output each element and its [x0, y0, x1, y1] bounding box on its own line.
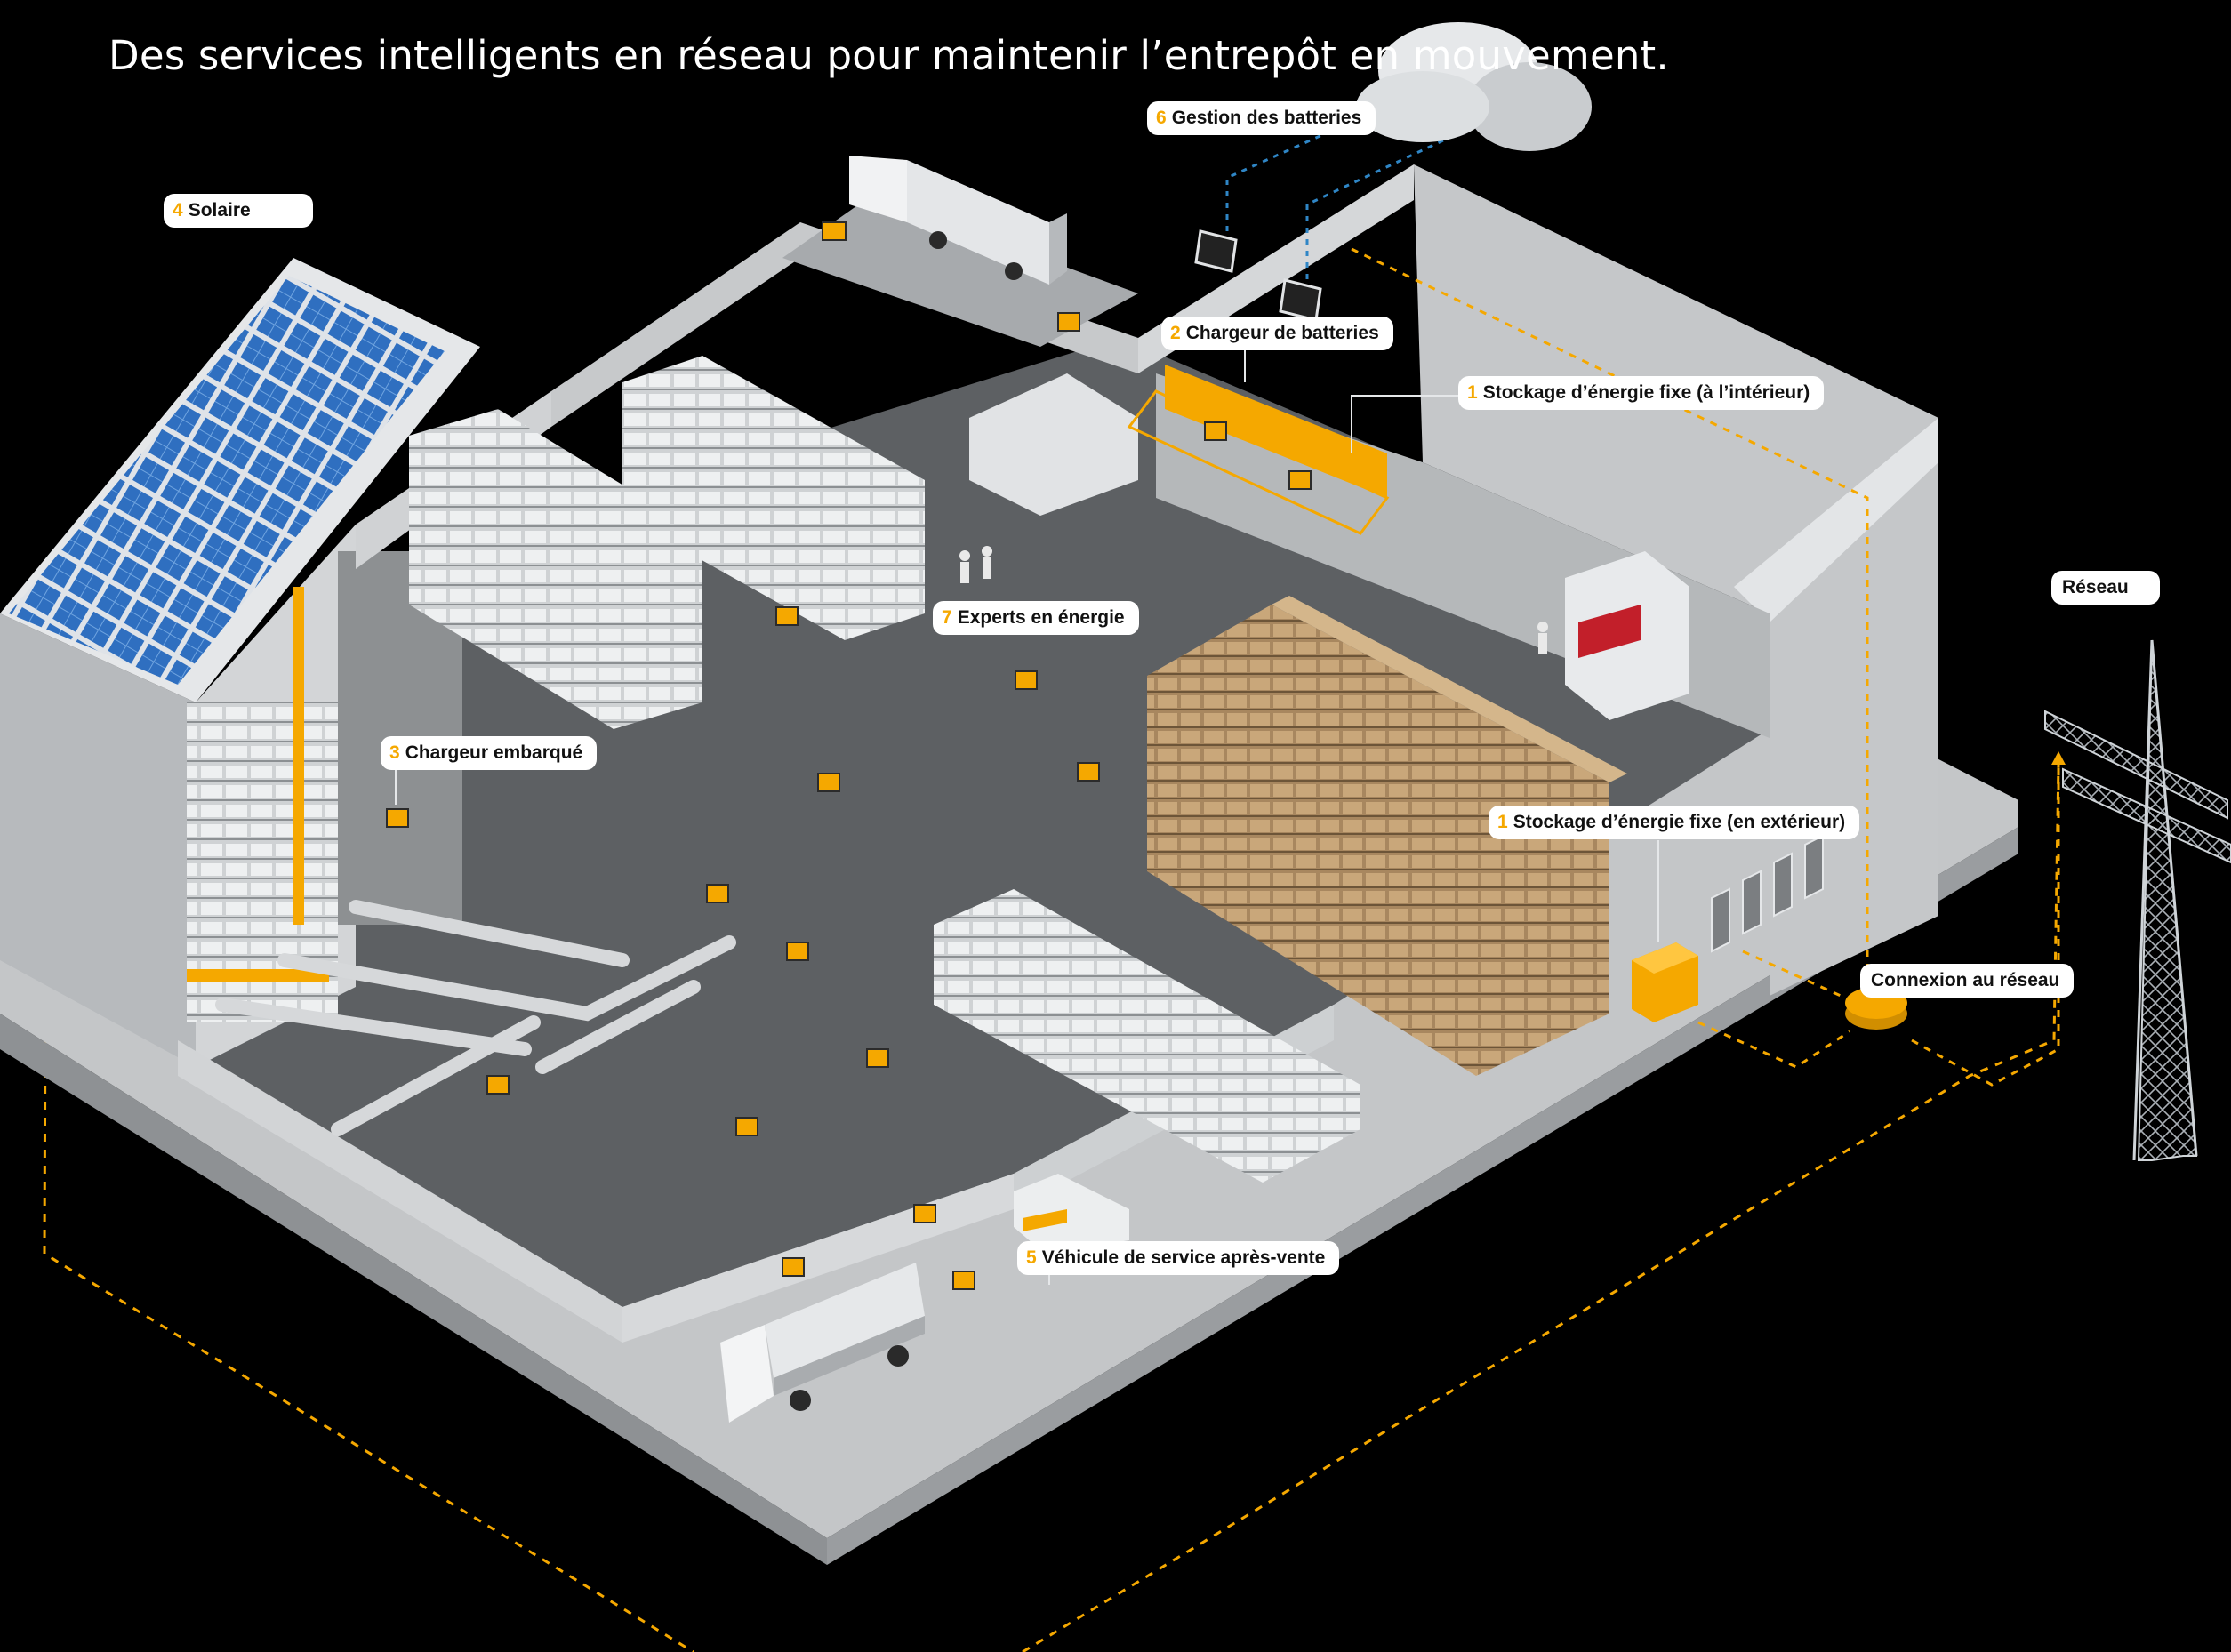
callout-label: Réseau [2062, 577, 2129, 597]
carton-rack-block [1147, 605, 1609, 1076]
rack-block-left [409, 409, 702, 729]
callout-label: Experts en énergie [957, 607, 1125, 628]
callout-onboard-charger: 3 Chargeur embarqué [381, 736, 598, 770]
callout-number: 3 [389, 742, 400, 763]
rack-block-front [934, 889, 1360, 1183]
callout-number: 2 [1170, 323, 1181, 343]
energy-loop-line [43, 733, 2060, 1652]
callout-storage-outdoor: 1 Stockage d’énergie fixe (en extérieur) [1489, 806, 1860, 839]
callout-grid: Réseau [2051, 571, 2160, 605]
callout-label: Véhicule de service après-vente [1041, 1247, 1326, 1268]
cloud-link-lines [1225, 96, 1459, 302]
callout-label: Stockage d’énergie fixe (à l’intérieur) [1482, 382, 1810, 403]
forklift-icon [386, 221, 1312, 1290]
cloud-icon [1356, 22, 1592, 151]
callout-label: Gestion des batteries [1171, 108, 1362, 128]
callout-battery-management: 6 Gestion des batteries [1147, 101, 1376, 135]
callout-number: 7 [942, 607, 952, 628]
pylon-icon [2044, 639, 2231, 1161]
left-building-side [0, 613, 196, 1067]
callout-grid-connection: Connexion au réseau [1860, 964, 2075, 998]
loading-dock [782, 196, 1138, 347]
right-wall [1414, 164, 1938, 996]
callout-solar: 4 Solaire [164, 194, 313, 228]
mezzanine [969, 373, 1138, 516]
callout-number: 1 [1467, 382, 1478, 403]
callout-storage-indoor: 1 Stockage d’énergie fixe (à l’intérieur… [1458, 376, 1825, 410]
grid-link-lines [1351, 247, 2060, 1087]
up-arrow-icon [2051, 751, 2066, 765]
person-icon [959, 546, 1548, 654]
storage-cabinets-indoor [1565, 551, 1689, 720]
callout-number: 5 [1026, 1247, 1037, 1268]
container-icon [1632, 942, 1698, 1022]
leader-lines [395, 342, 1659, 1285]
solar-panel-icon [9, 276, 445, 685]
callout-energy-experts: 7 Experts en énergie [933, 601, 1139, 635]
rack-block-center [622, 356, 925, 640]
van-icon [1014, 1174, 1129, 1254]
callout-label: Chargeur de batteries [1185, 323, 1379, 343]
truck-icon-front [720, 1263, 925, 1423]
callout-label: Solaire [188, 200, 251, 221]
callout-label: Chargeur embarqué [405, 742, 583, 763]
callout-battery-charger: 2 Chargeur de batteries [1161, 317, 1393, 350]
truck-icon-top [849, 156, 1067, 285]
callout-number: 4 [173, 200, 183, 221]
callout-label: Connexion au réseau [1871, 970, 2060, 990]
battery-charger-icon [1127, 365, 1390, 535]
tablet-icon [1194, 229, 1322, 322]
callout-number: 1 [1497, 812, 1508, 832]
page-subtitle: Des services intelligents en réseau pour… [108, 32, 1669, 79]
callout-label: Stockage d’énergie fixe (en extérieur) [1513, 812, 1846, 832]
meter-panels [1711, 834, 1824, 953]
callout-number: 6 [1156, 108, 1167, 128]
conveyor-system [215, 900, 736, 1136]
callout-service-vehicle: 5 Véhicule de service après-vente [1017, 1241, 1340, 1275]
